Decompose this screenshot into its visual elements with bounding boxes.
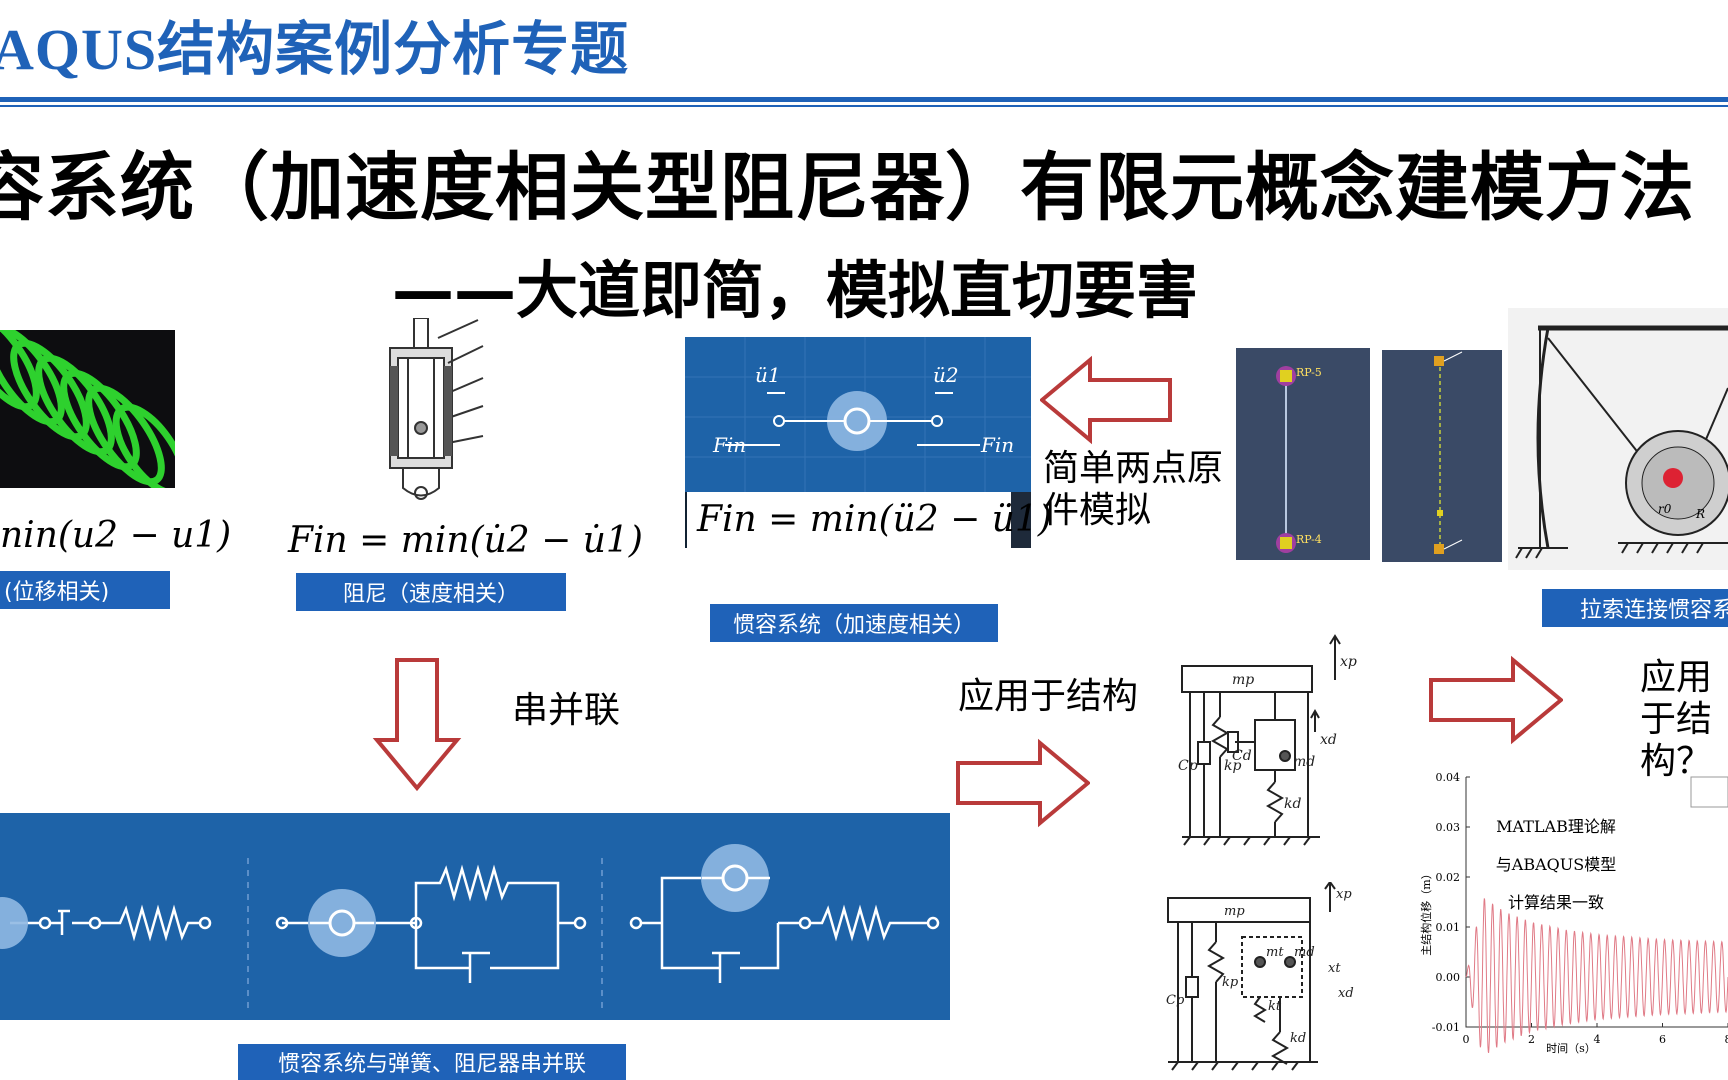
spring-image [0, 330, 175, 488]
struct2-kp: kp [1222, 975, 1239, 990]
structure-diagram-2: mp xp mt md xt xd Cp kp kt kd [1166, 882, 1354, 1071]
struct2-kt: kt [1268, 999, 1282, 1014]
fem-rp-top: RP-5 [1296, 366, 1322, 379]
chart-annotation-2: 与ABAQUS模型 [1496, 855, 1616, 874]
struct2-cp: Cp [1166, 993, 1185, 1008]
fem-model-2 [1382, 350, 1502, 562]
inerter-u2-label: ü2 [933, 363, 959, 387]
chart-ytick-label: 0.02 [1436, 871, 1461, 884]
cable-caption: 拉索连接惯容系统 [1542, 589, 1728, 627]
chart-xtick-label: 8 [1725, 1033, 1728, 1046]
two-point-note: 简单两点原件模拟 [1043, 448, 1224, 531]
struct1-cp: Cp [1178, 758, 1198, 774]
page-title: 容系统（加速度相关型阻尼器）有限元概念建模方法 [0, 145, 1695, 231]
down-arrow-icon [372, 658, 462, 792]
chart-ytick-label: -0.01 [1432, 1021, 1460, 1034]
chart-xtick-label: 4 [1594, 1033, 1601, 1046]
displacement-chart: -0.01 0.00 0.01 0.02 0.03 0.04 0 2 4 6 8 MATLAB理论解… [1419, 771, 1728, 1055]
chart-ytick-label: 0.03 [1436, 821, 1461, 834]
left-arrow-icon [1040, 355, 1172, 445]
damper-drawing [378, 317, 488, 513]
chart-xtick-label: 2 [1528, 1033, 1535, 1046]
chart-xtick-label: 0 [1463, 1033, 1470, 1046]
inerter-fright-label: Fin [980, 433, 1014, 457]
chart-ytick-label: 0.00 [1436, 971, 1461, 984]
chart-ytick-label: 0.01 [1436, 921, 1461, 934]
inerter-caption: 惯容系统（加速度相关） [710, 604, 998, 642]
chart-annotation-1: MATLAB理论解 [1496, 817, 1616, 836]
spring-coil-icon [0, 330, 175, 488]
damper-icon [389, 317, 484, 500]
chart-xlabel: 时间（s） [1546, 1042, 1596, 1055]
inerter-fleft-label: Fin [712, 433, 746, 457]
struct1-mass: mp [1232, 672, 1254, 688]
struct1-md: md [1293, 754, 1315, 770]
struct1-cd: Cd [1232, 748, 1252, 764]
struct2-mass: mp [1224, 904, 1245, 919]
struct1-xd: xd [1320, 732, 1337, 748]
right-arrow-icon [956, 738, 1090, 828]
fem-rp-bottom: RP-4 [1296, 533, 1322, 546]
chart-series-line [1465, 898, 1728, 1053]
inerter-u1-label: ü1 [755, 363, 781, 387]
combination-diagram [0, 813, 950, 1020]
chart-ylabel: 主结构位移（m） [1419, 868, 1433, 955]
apply-structure-question: 应用于结构？ [1640, 657, 1713, 782]
chart-legend [1690, 776, 1728, 808]
struct1-kd: kd [1284, 796, 1301, 812]
struct2-mt: mt [1266, 945, 1284, 960]
inerter-diagram: ü1 ü2 Fin Fin [685, 337, 1031, 492]
cable-r0-label: r0 [1658, 502, 1672, 516]
struct2-xd: xd [1338, 986, 1354, 1001]
damper-formula: Fin = min(u̇2 − u̇1) [288, 520, 643, 561]
inerter-icon: ü1 ü2 Fin Fin [685, 337, 1031, 492]
struct1-kp: kp [1224, 758, 1241, 774]
inerter-formula-box: Fin = min(ü2 − ü1) [685, 492, 1052, 548]
spring-formula: nin(u2 − u1) [0, 515, 232, 556]
structure-diagram-1: mp xp xd md Cp kp Cd kd [1178, 634, 1357, 846]
inerter-formula: Fin = min(ü2 − ü1) [697, 499, 1052, 540]
header-rule-thin [0, 105, 1728, 107]
right-arrow-icon-2 [1429, 655, 1563, 745]
struct2-xp: xp [1336, 887, 1352, 902]
cable-R-label: R [1695, 507, 1705, 521]
cable-inerter-figure: r0 R [1508, 308, 1728, 570]
spring-caption: (位移相关) [0, 571, 170, 609]
header-rule [0, 97, 1728, 102]
chart-annotation-3: 计算结果一致 [1508, 893, 1604, 912]
fem-model-1: RP-5 RP-4 [1236, 348, 1370, 560]
struct2-kd: kd [1290, 1031, 1306, 1046]
struct2-md: md [1294, 945, 1315, 960]
struct1-xp: xp [1340, 654, 1357, 670]
header-title: AQUS结构案例分析专题 [0, 17, 630, 82]
damper-caption: 阻尼（速度相关） [296, 573, 566, 611]
series-parallel-note: 串并联 [512, 690, 621, 731]
chart-xtick-label: 6 [1659, 1033, 1666, 1046]
chart-ytick-label: 0.04 [1436, 771, 1461, 784]
page-subtitle: ——大道即简，模拟直切要害 [392, 254, 1199, 327]
apply-structure-note: 应用于结构 [958, 676, 1139, 717]
combination-caption: 惯容系统与弹簧、阻尼器串并联 [238, 1044, 626, 1080]
struct2-xt: xt [1328, 961, 1341, 976]
